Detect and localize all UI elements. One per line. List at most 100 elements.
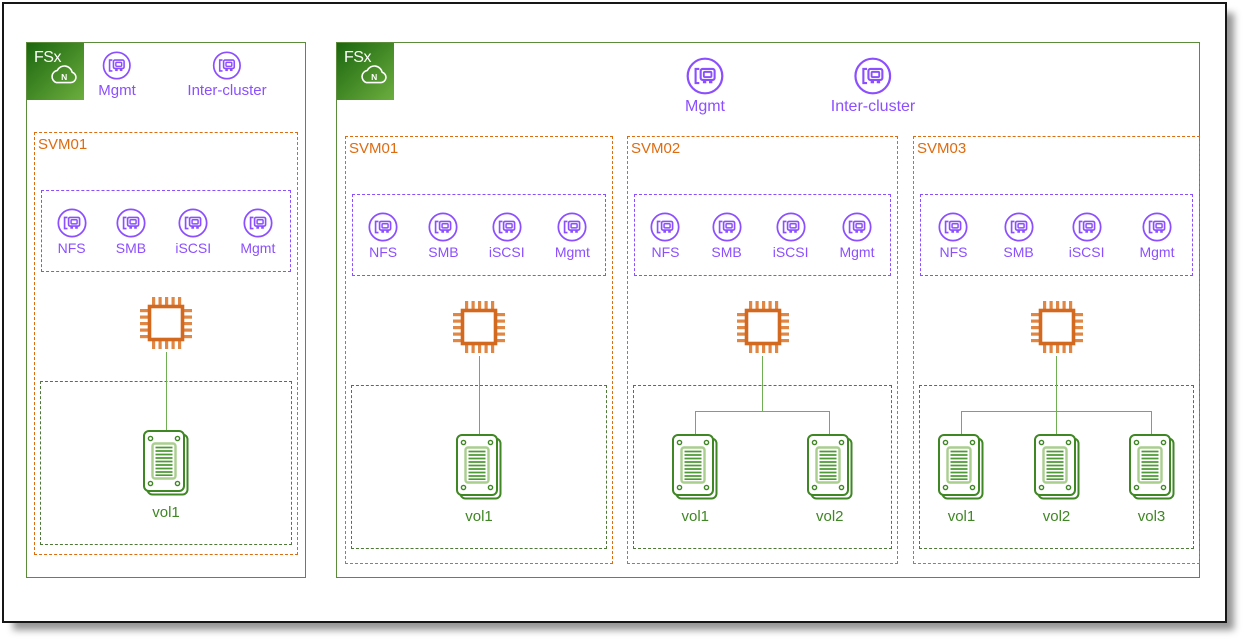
svm-interface: Mgmt [554, 211, 590, 260]
svm-label: SVM01 [349, 140, 399, 157]
interface-label: iSCSI [175, 239, 212, 256]
volume: vol2 [1012, 434, 1102, 524]
cluster-interface-mgmt: Mgmt [98, 51, 136, 100]
svm-area: SVM01 NFS SMB iSCSI [27, 43, 305, 577]
fsx-logo-text: FSx [34, 49, 61, 66]
cluster-interface-label: Mgmt [98, 82, 136, 99]
volume-icon [672, 434, 718, 500]
cluster-interface-label: Inter-cluster [187, 82, 267, 99]
network-interface-icon [57, 207, 87, 238]
svm-box: SVM01 NFS SMB iSCSI [34, 132, 298, 555]
volume: vol2 [785, 434, 875, 524]
svm-interface: NFS [650, 211, 681, 260]
connector-line [762, 356, 763, 411]
volume-label: vol1 [152, 504, 180, 521]
volume-icon [806, 434, 853, 500]
volume-icon [938, 434, 984, 500]
svm-interface: Mgmt [1139, 211, 1175, 260]
connector-line [478, 356, 480, 434]
network-interface-icon [854, 57, 892, 95]
svm-label: SVM02 [631, 140, 681, 157]
interface-label: SMB [1003, 243, 1034, 260]
interface-label: Mgmt [240, 239, 276, 256]
figure-frame: FSx N Mgmt Inter-cluster [2, 2, 1227, 623]
interface-label: NFS [57, 239, 86, 256]
cluster-interface-label: Mgmt [685, 98, 725, 115]
svm-interface: SMB [1003, 211, 1034, 260]
volume-icon [456, 434, 502, 500]
svm-interfaces-group: NFS SMB iSCSI Mgmt [920, 194, 1193, 276]
fsx-file-system-multi-svm: FSx N Mgmt Inter-cluster [336, 42, 1200, 578]
interface-label: NFS [369, 243, 398, 260]
network-interface-icon [650, 211, 681, 242]
svm-interface: SMB [711, 211, 742, 259]
fsx-netapp-ontap-logo: FSx N [27, 43, 84, 100]
network-interface-icon [178, 207, 208, 238]
svg-text:N: N [61, 72, 67, 82]
fsx-file-system-single-svm: FSx N Mgmt Inter-cluster [26, 42, 306, 578]
fsx-netapp-ontap-logo: FSx N [337, 43, 394, 100]
svm-interface: SMB [428, 211, 459, 260]
connector-line [1056, 356, 1057, 434]
svm-interface: Mgmt [240, 207, 276, 256]
svm-interface: NFS [368, 211, 398, 260]
volume-label: vol1 [681, 508, 710, 525]
svm-label: SVM03 [917, 140, 967, 157]
volume-label: vol1 [465, 508, 493, 525]
network-interface-icon [1072, 211, 1102, 242]
volume: vol1 [650, 434, 740, 524]
network-interface-icon [428, 211, 459, 242]
fsx-logo-text: FSx [344, 49, 371, 66]
network-interface-icon [557, 211, 587, 242]
cpu-chip-icon [1029, 299, 1085, 355]
svm-interface: NFS [57, 207, 87, 256]
interface-label: Mgmt [554, 243, 590, 260]
svm-interfaces-group: NFS SMB iSCSI Mgmt [41, 190, 291, 272]
svm-box: SVM03 NFS SMB iSCSI [913, 136, 1200, 564]
connector-line [1151, 411, 1152, 434]
svm-interface: iSCSI [175, 207, 212, 256]
connector-line [694, 411, 696, 434]
network-interface-icon [776, 211, 806, 242]
svm-interfaces-group: NFS SMB iSCSI Mgmt [634, 194, 891, 276]
connector-line [165, 352, 167, 430]
volume-label: vol2 [1042, 508, 1071, 525]
interface-label: iSCSI [1068, 243, 1105, 260]
network-interface-icon [1004, 211, 1034, 242]
connector-line [829, 411, 831, 434]
volume: vol1 [434, 434, 524, 524]
svm-interfaces-group: NFS SMB iSCSI Mgmt [352, 194, 606, 276]
svm-label: SVM01 [38, 136, 88, 153]
svm-interface: iSCSI [488, 211, 525, 260]
interface-label: iSCSI [488, 243, 525, 260]
volume: vol3 [1107, 434, 1197, 524]
cpu-chip-icon [451, 299, 507, 355]
interface-label: SMB [428, 243, 459, 260]
volume-icon [1033, 434, 1080, 500]
svm-area: SVM01 NFS SMB iSCSI [337, 43, 1200, 577]
cpu-chip-icon [138, 295, 194, 351]
interface-label: NFS [939, 243, 968, 260]
interface-label: Mgmt [1139, 243, 1175, 260]
network-interface-icon [842, 211, 872, 242]
network-interface-icon [102, 51, 132, 80]
svm-interface: Mgmt [839, 211, 875, 260]
cloud-n-icon: N [359, 64, 389, 91]
svm-interface: NFS [938, 211, 969, 260]
network-interface-icon [368, 211, 398, 242]
interface-label: iSCSI [772, 243, 809, 260]
cluster-interface-label: Inter-cluster [830, 98, 916, 115]
connector-line [961, 411, 1152, 412]
cluster-interface-mgmt: Mgmt [685, 57, 725, 116]
svm-interface: iSCSI [772, 211, 809, 260]
interface-label: NFS [651, 243, 680, 260]
network-interface-icon [938, 211, 969, 242]
connector-line [960, 411, 962, 434]
volume-icon [143, 430, 189, 496]
network-interface-icon [686, 57, 724, 95]
interface-label: Mgmt [839, 243, 875, 260]
network-interface-icon [212, 51, 242, 80]
network-interface-icon [243, 207, 273, 238]
svm-box: SVM02 NFS SMB iSCSI [627, 136, 898, 564]
svm-interface: SMB [116, 207, 146, 255]
